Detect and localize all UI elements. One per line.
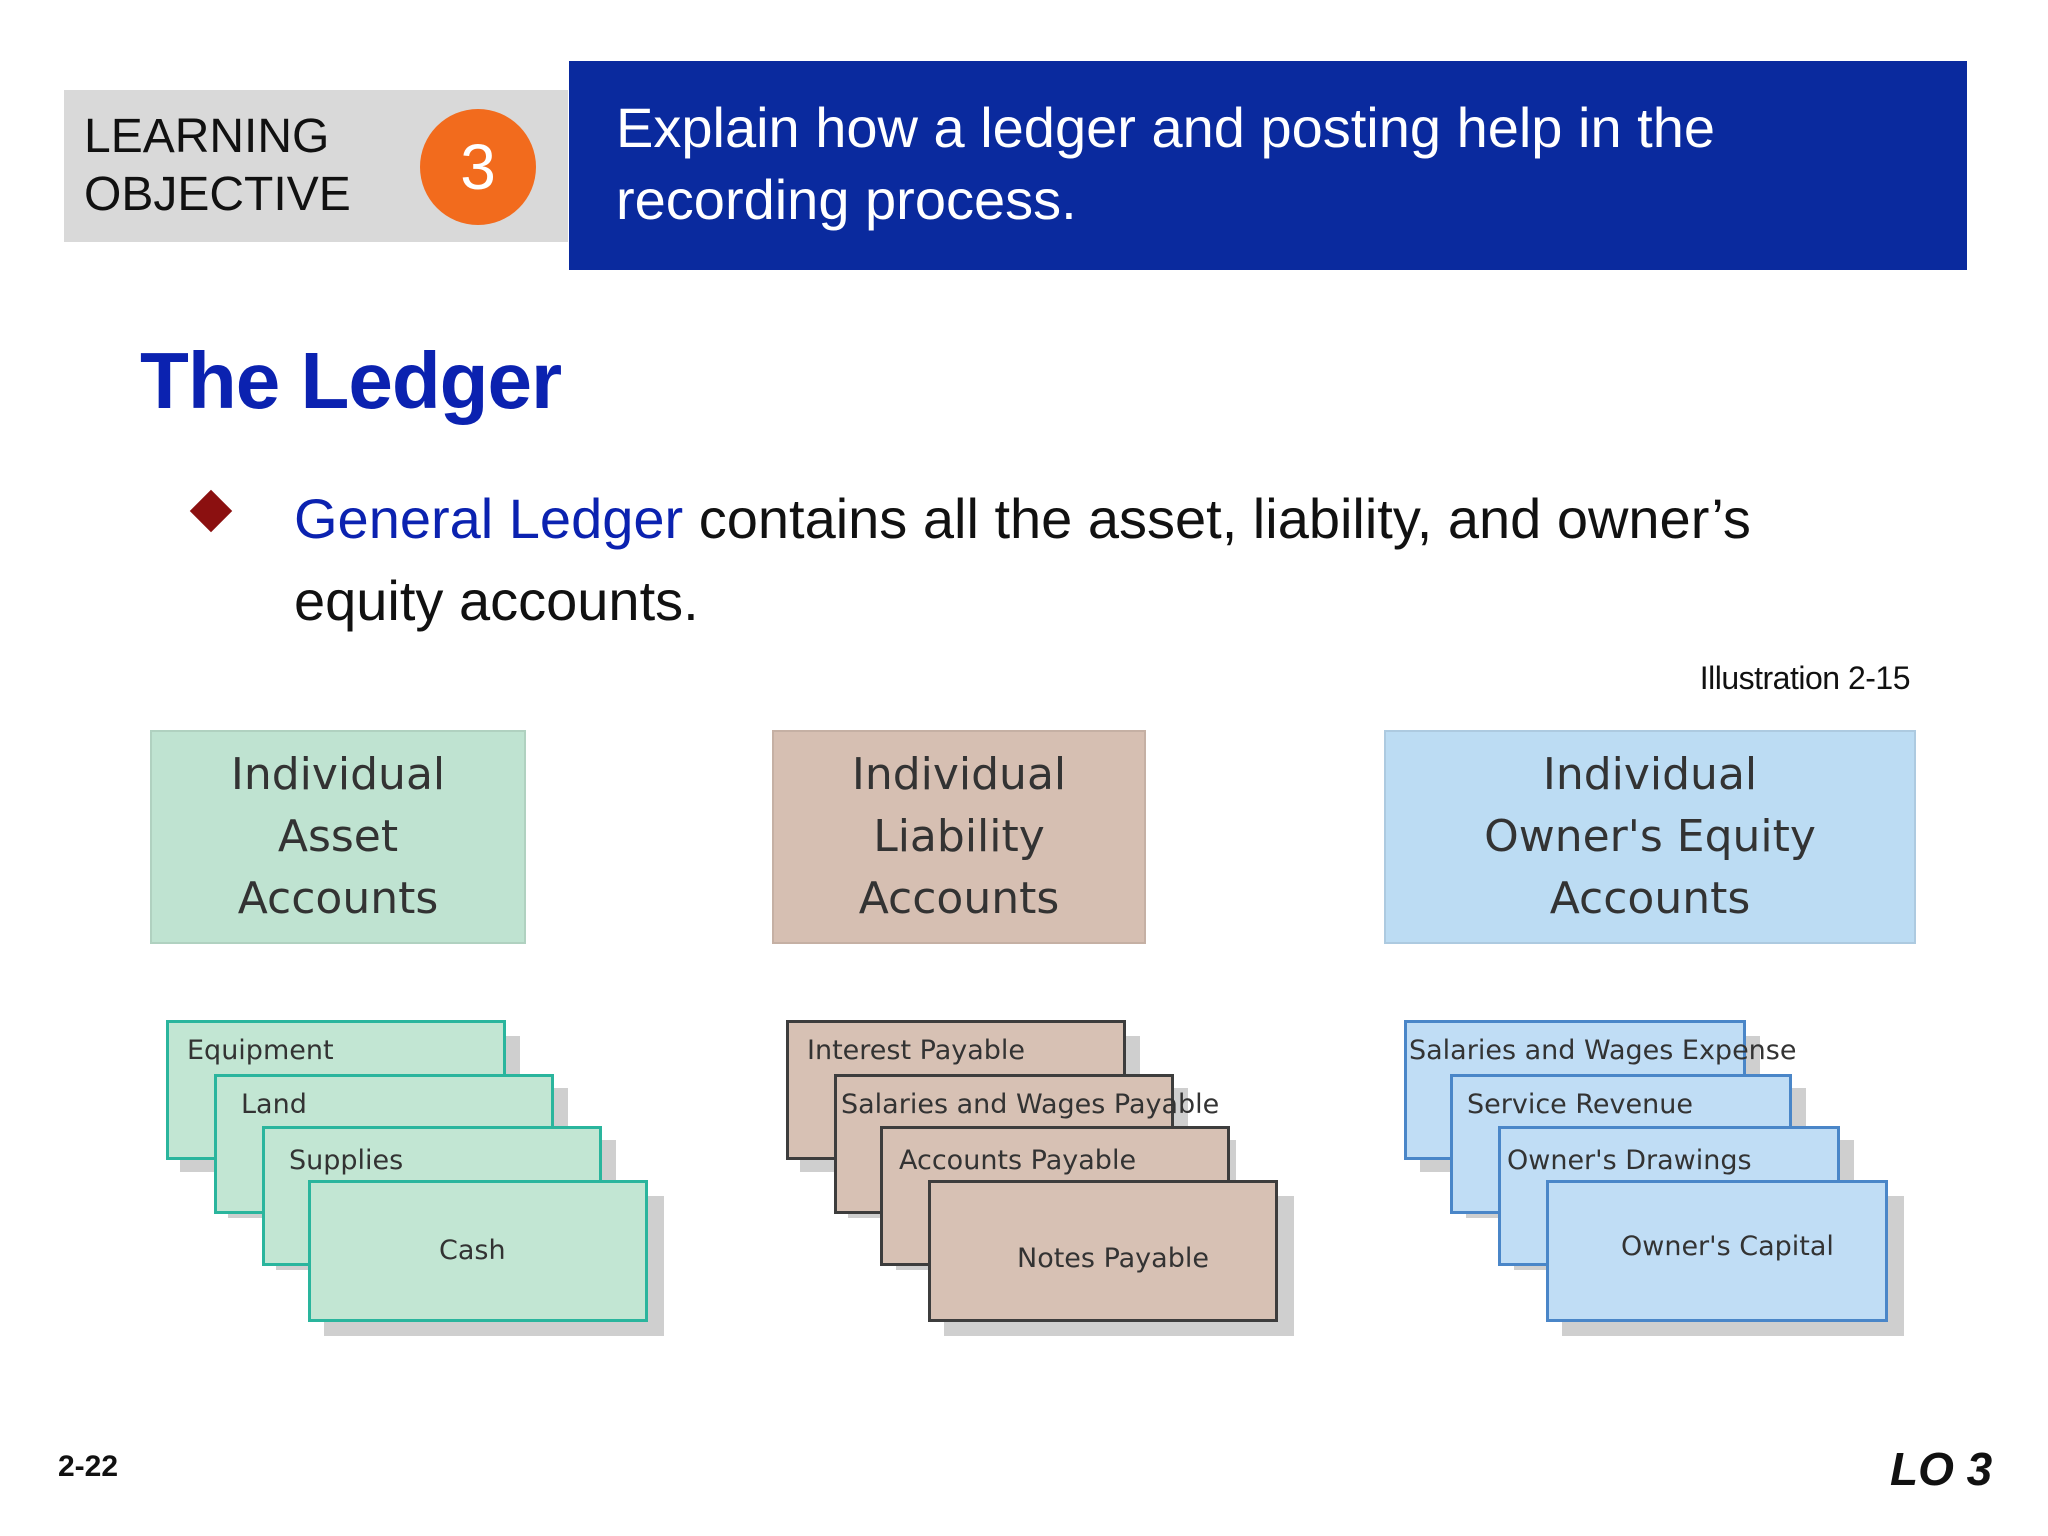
category-equity-accounts: Individual Owner's Equity Accounts xyxy=(1384,730,1916,944)
account-label: Interest Payable xyxy=(807,1035,1026,1066)
account-label: Salaries and Wages Payable xyxy=(841,1089,1220,1120)
objective-text: Explain how a ledger and posting help in… xyxy=(616,96,1715,231)
account-label: Owner's Capital xyxy=(1621,1231,1834,1262)
bullet-description: contains all the asset, liability, and o… xyxy=(294,487,1751,632)
category-line: Accounts xyxy=(237,873,439,924)
objective-banner xyxy=(569,61,1967,270)
account-label: Accounts Payable xyxy=(899,1145,1137,1176)
diamond-bullet-icon xyxy=(189,489,233,533)
account-label: Cash xyxy=(439,1235,506,1266)
account-card-notes-payable: Notes Payable xyxy=(928,1180,1278,1322)
bullet-term: General Ledger xyxy=(294,487,684,550)
category-line: Owner's Equity xyxy=(1484,811,1816,862)
learning-objective-tag: LO 3 xyxy=(1890,1443,1993,1495)
slide-number: 2-22 xyxy=(58,1450,119,1483)
account-label: Equipment xyxy=(187,1035,334,1066)
account-label: Salaries and Wages Expense xyxy=(1409,1035,1797,1066)
category-line: Accounts xyxy=(858,873,1060,924)
category-line: Individual xyxy=(230,749,446,800)
category-line: Liability xyxy=(873,811,1045,862)
account-label: Supplies xyxy=(289,1145,404,1176)
bullet-text: General Ledger contains all the asset, l… xyxy=(294,478,1914,642)
account-card-owners-capital: Owner's Capital xyxy=(1546,1180,1888,1322)
illustration-label: Illustration 2-15 xyxy=(1699,660,1911,696)
category-line: Individual xyxy=(851,749,1067,800)
category-asset-accounts: Individual Asset Accounts xyxy=(150,730,526,944)
account-card-cash: Cash xyxy=(308,1180,648,1322)
category-line: Asset xyxy=(277,811,399,862)
objective-number-badge: 3 xyxy=(420,109,536,225)
category-line: Individual xyxy=(1542,749,1758,800)
account-label: Notes Payable xyxy=(1017,1243,1209,1274)
category-line: Accounts xyxy=(1549,873,1751,924)
account-label: Owner's Drawings xyxy=(1507,1145,1752,1176)
category-liability-accounts: Individual Liability Accounts xyxy=(772,730,1146,944)
account-label: Service Revenue xyxy=(1467,1089,1693,1120)
account-label: Land xyxy=(241,1089,307,1120)
learning-objective-label: LEARNING OBJECTIVE xyxy=(84,110,351,221)
slide-title: The Ledger xyxy=(140,336,562,425)
